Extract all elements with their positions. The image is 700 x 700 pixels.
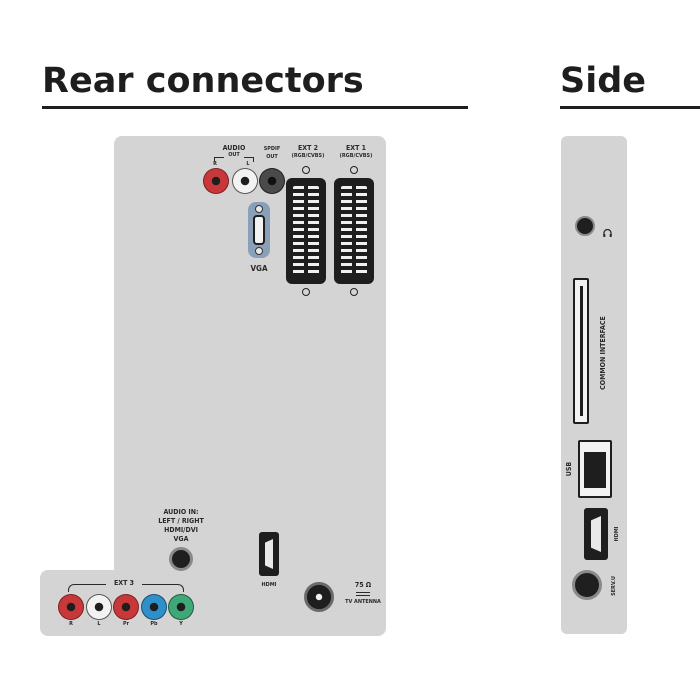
audio-out-r-jack[interactable] — [203, 168, 229, 194]
ci-slot-opening — [580, 286, 583, 416]
rear-connectors-heading: Rear connectors — [42, 61, 364, 101]
ext1-subtitle: (RGB/CVBS) — [339, 153, 373, 159]
spdif-out-jack[interactable] — [259, 168, 285, 194]
audio-in-label-line1: AUDIO IN: — [163, 508, 199, 516]
service-label: SERV.U — [611, 576, 617, 596]
vga-label: VGA — [250, 264, 268, 273]
audio-in-label-line2: LEFT / RIGHT — [158, 517, 204, 525]
usb-port[interactable] — [578, 440, 612, 498]
spdif-out-label-line2: OUT — [266, 154, 278, 160]
spdif-out-label-line1: SPDIF — [263, 146, 281, 152]
ext2-subtitle: (RGB/CVBS) — [291, 153, 325, 159]
ext2-screw-top — [302, 166, 310, 174]
side-hdmi-label: HDMI — [614, 526, 620, 542]
ext3-r-jack[interactable] — [58, 594, 84, 620]
ext3-y-jack[interactable] — [168, 594, 194, 620]
side-heading: Side — [560, 61, 646, 101]
ext2-title: EXT 2 — [297, 144, 319, 152]
ext2-pin-divider — [304, 186, 308, 276]
headphone-jack[interactable] — [575, 216, 595, 236]
ext3-title: EXT 3 — [106, 579, 142, 588]
rear-hdmi-slot — [265, 539, 273, 569]
ext3-l-jack[interactable] — [86, 594, 112, 620]
vga-connector[interactable] — [248, 202, 270, 258]
audio-out-l-jack[interactable] — [232, 168, 258, 194]
vga-socket — [253, 215, 265, 245]
ext1-title: EXT 1 — [345, 144, 367, 152]
service-jack[interactable] — [572, 570, 602, 600]
antenna-ohm-label: 75 Ω — [354, 581, 372, 589]
audio-out-l-label: L — [246, 161, 250, 167]
ext3-r-label: R — [69, 621, 73, 627]
rear-hdmi-port[interactable] — [259, 532, 279, 576]
rear-heading-rule — [42, 106, 468, 109]
side-hdmi-port[interactable] — [584, 508, 608, 560]
audio-in-jack[interactable] — [169, 547, 193, 571]
ext1-pin-divider — [352, 186, 356, 276]
ext1-screw-top — [350, 166, 358, 174]
rear-hdmi-label: HDMI — [261, 582, 277, 588]
vga-screw-top — [255, 205, 263, 213]
common-interface-slot[interactable] — [573, 278, 589, 424]
side-heading-rule — [560, 106, 700, 109]
side-hdmi-slot — [591, 516, 601, 552]
audio-in-label-line4: VGA — [173, 535, 189, 543]
tv-antenna-connector[interactable] — [304, 582, 334, 612]
ext1-scart-connector[interactable] — [334, 178, 374, 284]
audio-out-out-label: OUT — [224, 152, 244, 159]
ext2-screw-bottom — [302, 288, 310, 296]
audio-in-label-line3: HDMI/DVI — [164, 526, 198, 534]
common-interface-label: COMMON INTERFACE — [599, 316, 607, 390]
usb-label: USB — [565, 461, 573, 477]
audio-out-r-label: R — [213, 161, 217, 167]
ext3-pb-label: Pb — [150, 621, 158, 627]
ext3-y-label: Y — [179, 621, 183, 627]
antenna-ground-symbol — [356, 592, 370, 596]
ext1-screw-bottom — [350, 288, 358, 296]
ext2-scart-connector[interactable] — [286, 178, 326, 284]
ext3-pr-label: Pr — [122, 621, 130, 627]
ext3-l-label: L — [97, 621, 101, 627]
vga-screw-bottom — [255, 247, 263, 255]
ext3-pb-jack[interactable] — [141, 594, 167, 620]
antenna-label: TV ANTENNA — [345, 599, 381, 605]
audio-out-label: AUDIO — [222, 144, 246, 152]
usb-port-tongue — [584, 452, 606, 488]
ext3-pr-jack[interactable] — [113, 594, 139, 620]
headphone-icon — [603, 222, 612, 237]
